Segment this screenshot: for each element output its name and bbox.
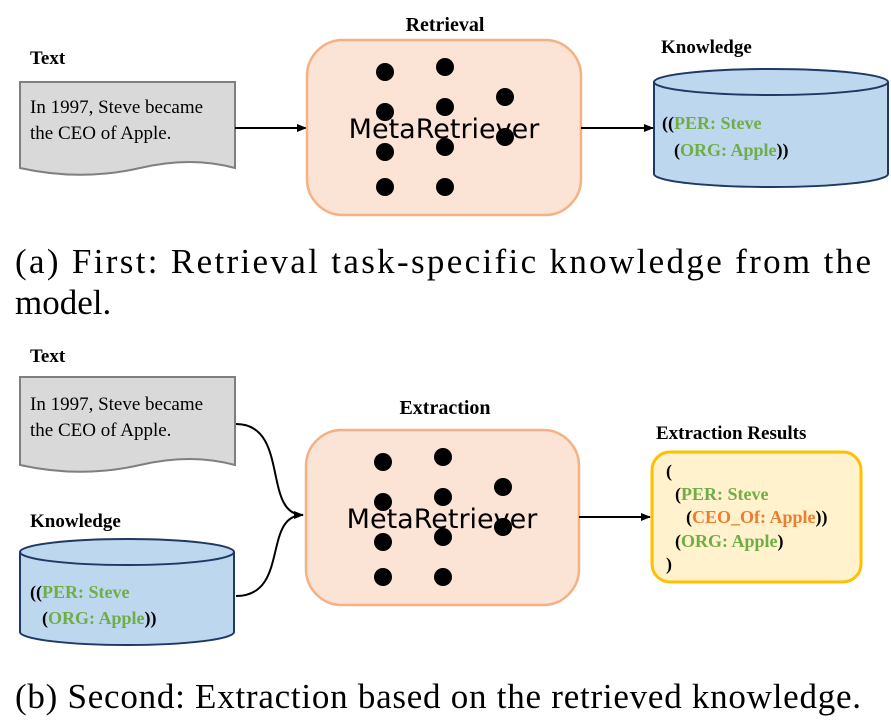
knowledge-entry-per-a: ((PER: Steve: [662, 113, 761, 134]
text-label-a: Text: [30, 48, 66, 69]
text-line-a-1: In 1997, Steve became: [30, 97, 203, 118]
knowledge-label-b: Knowledge: [30, 511, 121, 532]
knowledge-database-b: [19, 552, 235, 646]
results-line-1: (: [666, 461, 672, 482]
text-line-a-2: the CEO of Apple.: [30, 123, 171, 144]
caption-a-line-1: (a) First: Retrieval task-specific knowl…: [15, 242, 871, 281]
results-line-5: ): [666, 554, 672, 575]
model-label-b: MetaRetriever: [347, 504, 539, 535]
caption-b: (b) Second: Extraction based on the retr…: [15, 677, 861, 716]
panel-a: Retrieval Text Knowledge In 1997, Steve …: [15, 14, 889, 322]
text-document-b: [19, 376, 236, 473]
arrow-text-to-model-b: [235, 423, 304, 519]
text-label-b: Text: [30, 346, 66, 367]
text-line-b-2: the CEO of Apple.: [30, 420, 171, 441]
arrow-knowledge-to-model-b: [235, 514, 304, 597]
knowledge-label-a: Knowledge: [661, 37, 752, 58]
model-label-a: MetaRetriever: [349, 114, 541, 145]
results-line-4: (ORG: Apple): [675, 531, 784, 552]
retrieval-header: Retrieval: [406, 14, 485, 36]
knowledge-entry-org-b: (ORG: Apple)): [42, 608, 157, 629]
text-document-a: [19, 81, 236, 176]
caption-a-line-2: model.: [15, 283, 111, 322]
text-line-b-1: In 1997, Steve became: [30, 394, 203, 415]
extraction-results-box: [650, 450, 863, 584]
results-line-2: (PER: Steve: [675, 484, 768, 505]
knowledge-entry-org-a: (ORG: Apple)): [674, 140, 789, 161]
knowledge-entry-per-b: ((PER: Steve: [30, 582, 129, 603]
knowledge-database-a: [653, 82, 889, 188]
panel-b: Text In 1997, Steve became the CEO of Ap…: [15, 346, 863, 716]
results-line-3: (CEO_Of: Apple)): [686, 507, 828, 528]
extraction-results-label: Extraction Results: [656, 423, 806, 444]
extraction-header: Extraction: [399, 397, 490, 419]
